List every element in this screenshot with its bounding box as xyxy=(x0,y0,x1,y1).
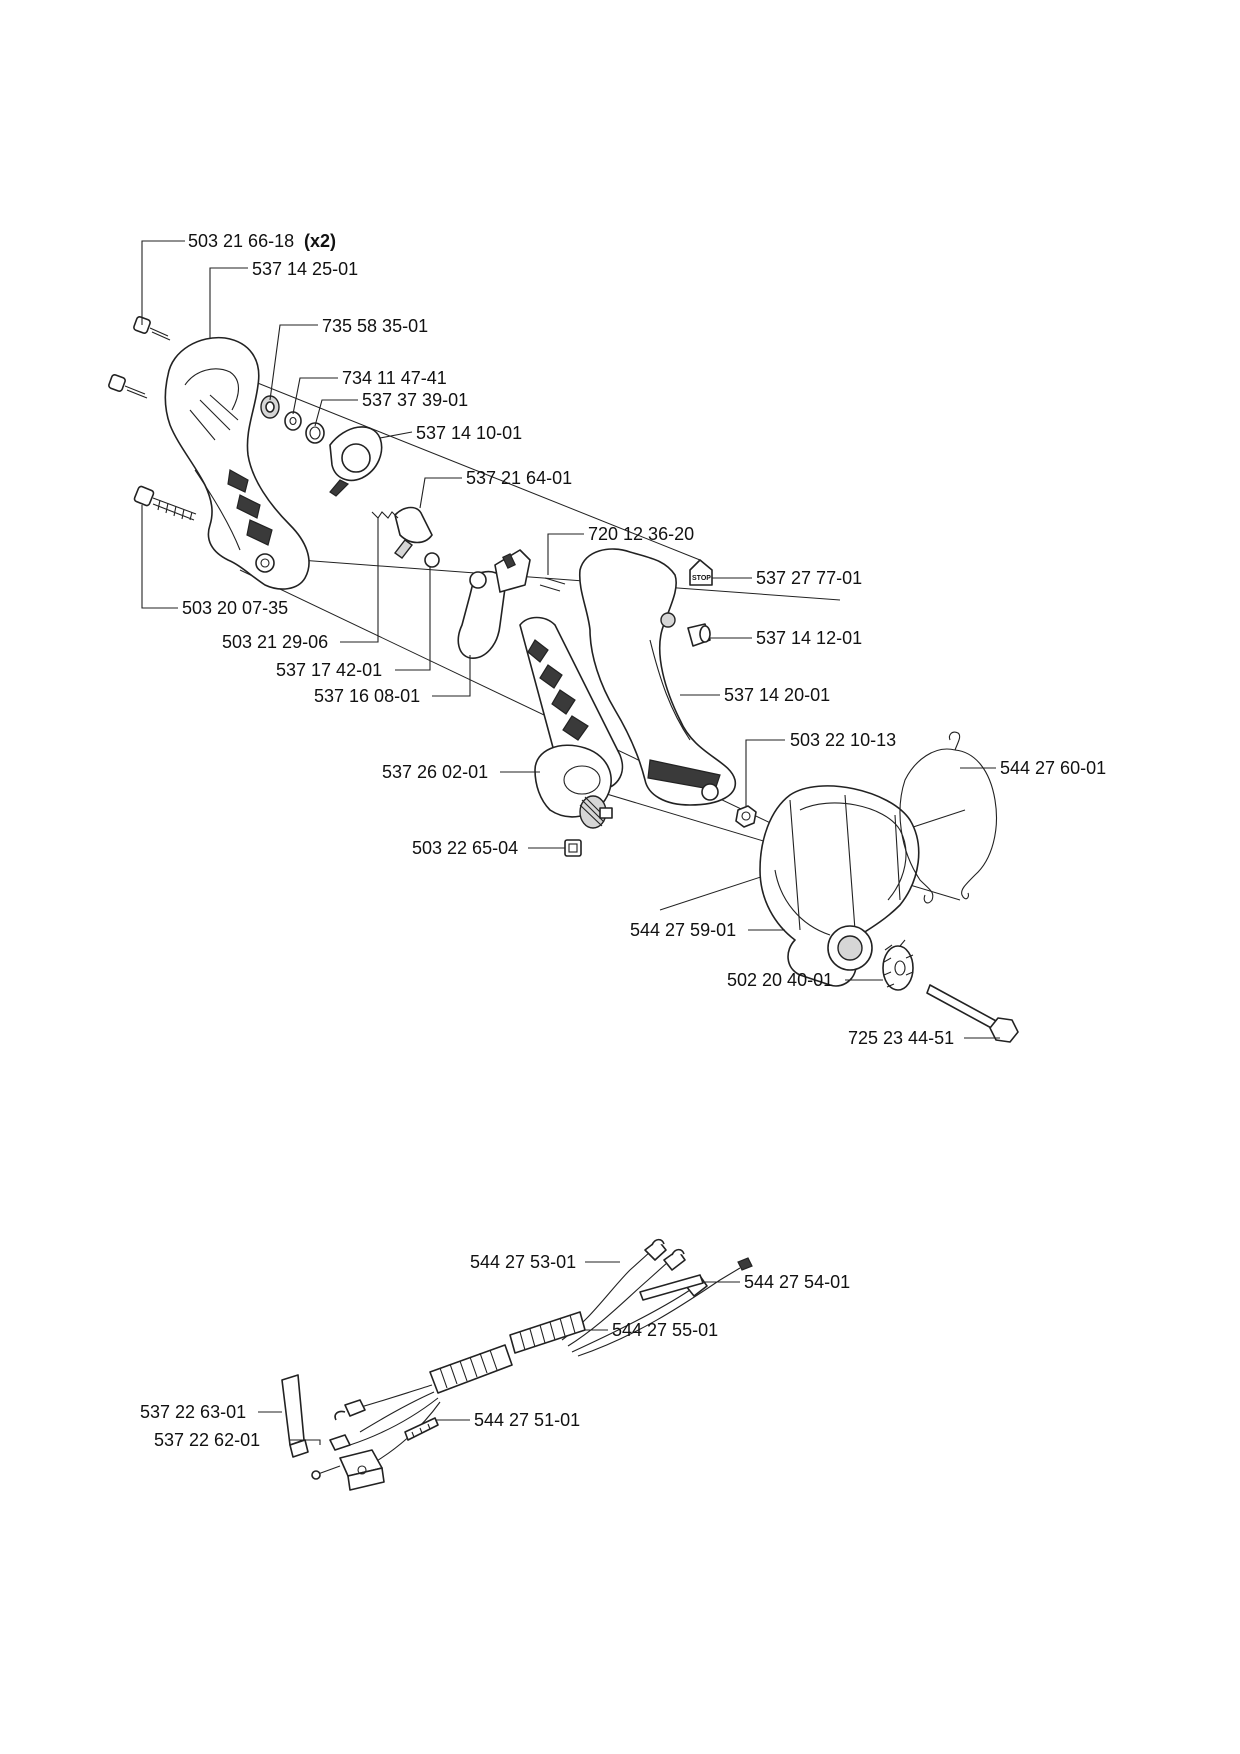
corrugated-tube-lower xyxy=(429,1344,513,1394)
screw-503-21-66-18 xyxy=(108,316,171,399)
grip-537-14-20-01 xyxy=(578,548,737,806)
label-544-27-51-01: 544 27 51-01 xyxy=(474,1410,580,1430)
label-502-20-40-01: 502 20 40-01 xyxy=(727,970,833,990)
label-537-22-62-01: 537 22 62-01 xyxy=(154,1430,260,1450)
label-720-12-36-20: 720 12 36-20 xyxy=(588,524,694,544)
oring-537-37-39-01 xyxy=(305,422,325,444)
connector-537-22-63-01 xyxy=(281,1374,309,1458)
nut-503-22-10-13 xyxy=(735,805,757,828)
label-537-14-10-01: 537 14 10-01 xyxy=(416,423,522,443)
wiring-harness xyxy=(281,1238,753,1491)
label-537-37-39-01: 537 37 39-01 xyxy=(362,390,468,410)
label-537-17-42-01: 537 17 42-01 xyxy=(276,660,382,680)
gear-pinion xyxy=(579,795,613,829)
label-537-16-08-01: 537 16 08-01 xyxy=(314,686,420,706)
button-537-14-12-01 xyxy=(687,623,711,647)
nut-503-22-65-04 xyxy=(564,839,582,857)
knob-537-14-10-01 xyxy=(329,426,383,497)
label-537-22-63-01: 537 22 63-01 xyxy=(140,1402,246,1422)
clip-544-27-60-01 xyxy=(899,731,998,904)
washer-735-58-35-01 xyxy=(260,395,280,419)
label-544-27-60-01: 544 27 60-01 xyxy=(1000,758,1106,778)
switch-720-12-36-20 xyxy=(494,549,566,593)
clamp-544-27-59-01 xyxy=(759,785,920,987)
label-537-26-02-01: 537 26 02-01 xyxy=(382,762,488,782)
stop-label-537-27-77-01: STOP xyxy=(689,559,713,586)
bolt-725-23-44-51 xyxy=(926,984,1019,1043)
label-537-27-77-01: 537 27 77-01 xyxy=(756,568,862,588)
stop-label-text: STOP xyxy=(692,575,711,582)
label-503-21-29-06: 503 21 29-06 xyxy=(222,632,328,652)
label-qty-x2: (x2) xyxy=(304,231,336,251)
trigger-537-16-08-01 xyxy=(457,571,506,659)
lever-537-21-64-01 xyxy=(394,506,433,559)
label-544-27-54-01: 544 27 54-01 xyxy=(744,1272,850,1292)
label-503-22-65-04: 503 22 65-04 xyxy=(412,838,518,858)
oring-537-17-42-01 xyxy=(424,552,440,568)
screw-503-20-07-35 xyxy=(133,485,197,521)
label-544-27-55-01: 544 27 55-01 xyxy=(612,1320,718,1340)
label-503-22-10-13: 503 22 10-13 xyxy=(790,730,896,750)
label-544-27-53-01: 544 27 53-01 xyxy=(470,1252,576,1272)
upper-callouts: 503 21 66-18 (x2) 537 14 25-01 735 58 35… xyxy=(141,231,1106,1048)
label-503-21-66-18: 503 21 66-18 xyxy=(188,231,294,251)
cable-tie-544-27-51-01 xyxy=(404,1417,439,1441)
label-537-21-64-01: 537 21 64-01 xyxy=(466,468,572,488)
lower-callouts: 544 27 53-01 544 27 54-01 544 27 55-01 5… xyxy=(140,1252,850,1450)
label-735-58-35-01: 735 58 35-01 xyxy=(322,316,428,336)
label-537-14-20-01: 537 14 20-01 xyxy=(724,685,830,705)
label-537-14-12-01: 537 14 12-01 xyxy=(756,628,862,648)
bevel-gear-502-20-40-01 xyxy=(882,939,914,991)
spring-503-21-29-06 xyxy=(371,511,399,519)
left-handle-half xyxy=(164,336,310,590)
washer-734-11-47-41 xyxy=(284,411,302,431)
label-734-11-47-41: 734 11 47-41 xyxy=(342,368,447,388)
label-537-14-25-01: 537 14 25-01 xyxy=(252,259,358,279)
block-537-22-62-01 xyxy=(311,1449,385,1491)
label-544-27-59-01: 544 27 59-01 xyxy=(630,920,736,940)
label-725-23-44-51: 725 23 44-51 xyxy=(848,1028,954,1048)
label-503-20-07-35: 503 20 07-35 xyxy=(182,598,288,618)
corrugated-tube-544-27-55-01 xyxy=(509,1311,586,1354)
